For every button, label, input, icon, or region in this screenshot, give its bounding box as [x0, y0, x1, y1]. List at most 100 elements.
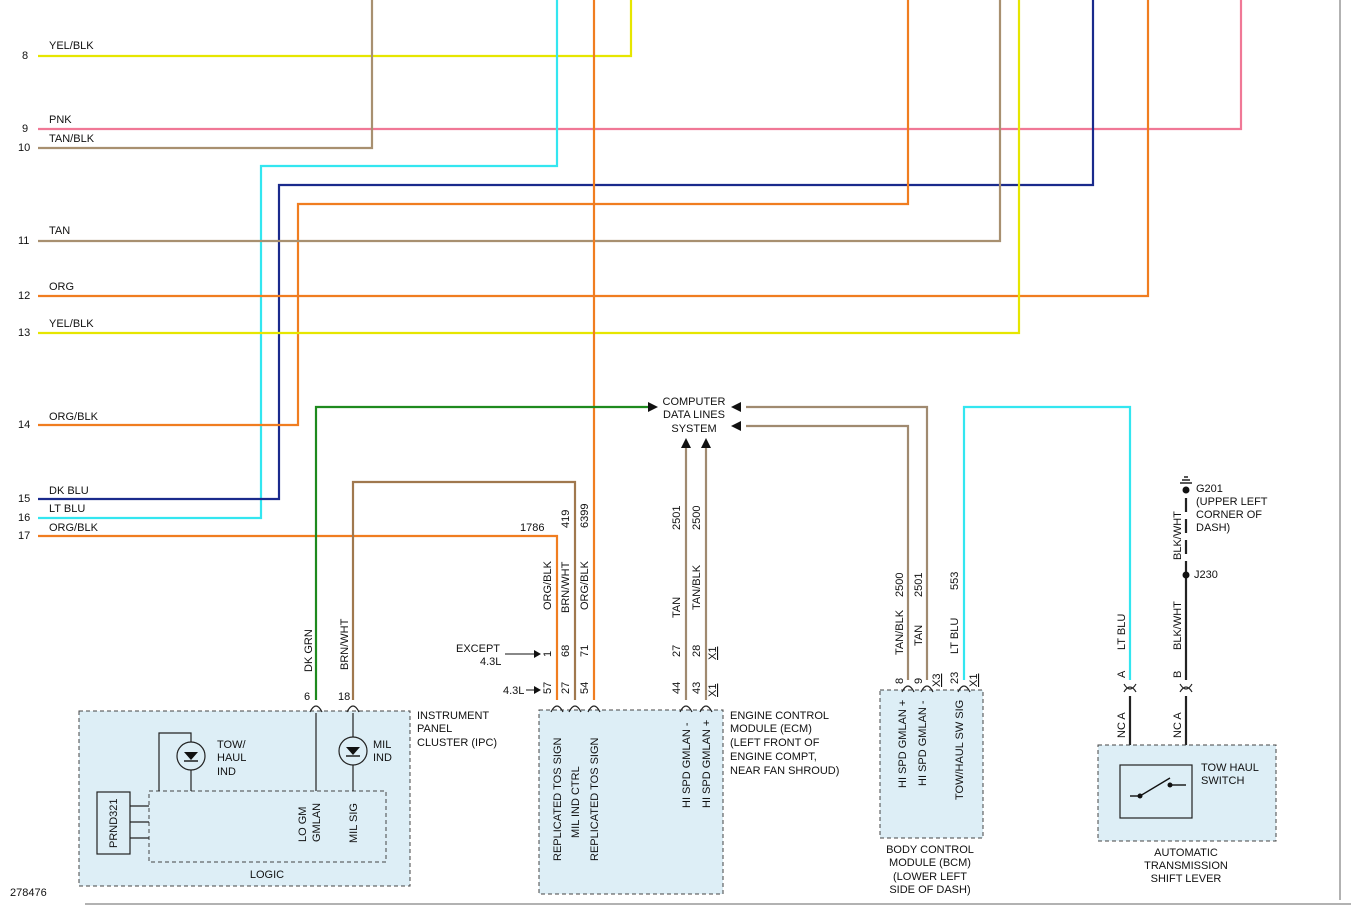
- pin-label: 71: [579, 645, 591, 657]
- ecm-name: NEAR FAN SHROUD): [730, 765, 839, 777]
- wire-label: YEL/BLK: [49, 40, 94, 52]
- ground-label: G201: [1196, 483, 1223, 495]
- circuit-number: 419: [560, 510, 572, 528]
- ground-label: DASH): [1196, 522, 1230, 534]
- connector-icon: [957, 685, 971, 693]
- circuit-number: 553: [949, 572, 961, 590]
- wire-553: [962, 405, 1132, 680]
- wire-16: [38, 0, 559, 520]
- ipc-name: INSTRUMENT: [417, 710, 489, 722]
- tow-haul-switch: TOW HAUL SWITCH AUTOMATIC TRANSMISSION S…: [1097, 476, 1277, 885]
- wire-color-label: TAN: [913, 625, 925, 646]
- connector-icon: [568, 705, 582, 713]
- wire-num: 15: [18, 493, 30, 505]
- ecm-signal: REPLICATED TOS SIGN: [552, 737, 564, 861]
- circuit-number: 2500: [894, 573, 906, 597]
- pin-label: 44: [671, 682, 683, 694]
- switch-name: SWITCH: [1201, 775, 1244, 787]
- switch-box: [1097, 744, 1277, 842]
- pin-label: 1: [542, 651, 554, 657]
- connector-id: X1: [968, 674, 980, 687]
- connector-icon: [346, 705, 360, 713]
- wire-color-label: BRN/WHT: [339, 618, 351, 670]
- wire-label: DK BLU: [49, 485, 89, 497]
- arrow-icon: [534, 686, 541, 694]
- pin-label: 27: [671, 645, 683, 657]
- wire-15: [38, 0, 1095, 501]
- connector-icon: [679, 705, 693, 713]
- arrow-icon: [681, 438, 691, 448]
- bcm-signal: TOW/HAUL SW SIG: [954, 700, 966, 800]
- computer-data-lines: COMPUTER DATA LINES SYSTEM: [648, 396, 741, 448]
- connector-id: X1: [707, 647, 719, 660]
- pin-label: 68: [560, 645, 572, 657]
- except-label: EXCEPT: [456, 643, 500, 655]
- cdl-label: DATA LINES: [663, 409, 725, 421]
- l43-label: 4.3L: [503, 685, 524, 697]
- ecm-name: (LEFT FRONT OF: [730, 737, 820, 749]
- left-labels: 8 YEL/BLK 9 PNK 10 TAN/BLK 11 TAN 12 ORG…: [18, 40, 99, 542]
- except-label: 4.3L: [480, 656, 501, 668]
- connector-icon: [901, 685, 915, 693]
- bcm-name: SIDE OF DASH): [889, 884, 970, 896]
- wire-label: ORG: [49, 281, 74, 293]
- wire-11: [38, 0, 1002, 243]
- prnd-label: PRND321: [108, 798, 120, 848]
- pin-label: 28: [691, 645, 703, 657]
- ecm-signal: MIL IND CTRL: [570, 766, 582, 838]
- pin-label: 8: [894, 678, 906, 684]
- ground-icon: [1182, 486, 1190, 494]
- arrow-icon: [731, 402, 741, 412]
- ipc-name: PANEL: [417, 723, 452, 735]
- circuit-number: 2501: [913, 573, 925, 597]
- ecm-name: ENGINE COMPT,: [730, 751, 817, 763]
- nca-label: NC A: [1116, 712, 1128, 738]
- connector-icon: [1123, 686, 1137, 693]
- tow-haul-ind-label: HAUL: [217, 752, 246, 764]
- wire-17: [38, 534, 559, 700]
- ipc-box: [78, 710, 411, 887]
- wire-12: [38, 0, 1150, 298]
- switch-inner: [1119, 764, 1193, 819]
- wire-9: [38, 0, 1243, 131]
- cdl-label: COMPUTER: [663, 396, 726, 408]
- wire-num: 13: [18, 327, 30, 339]
- lo-gmlan-label: GMLAN: [311, 803, 323, 842]
- connector-icon: [920, 685, 934, 693]
- wire-10: [38, 0, 374, 150]
- connector-id: X1: [707, 684, 719, 697]
- wire-label: TAN: [49, 225, 70, 237]
- pin-label: B: [1172, 671, 1184, 678]
- wire-num: 9: [22, 123, 28, 135]
- bcm-signal: HI SPD GMLAN -: [917, 700, 929, 786]
- lever-name: AUTOMATIC: [1154, 847, 1218, 859]
- lever-name: SHIFT LEVER: [1151, 873, 1222, 885]
- wire-label: TAN/BLK: [49, 133, 95, 145]
- wire-color-label: TAN: [671, 597, 683, 618]
- mil-sig-label: MIL SIG: [348, 803, 360, 843]
- connector-icon: [550, 705, 564, 713]
- tow-haul-ind-label: IND: [217, 766, 236, 778]
- wire-label: LT BLU: [49, 503, 85, 515]
- wire-num: 10: [18, 142, 30, 154]
- pin-label: 18: [338, 691, 350, 703]
- switch-name: TOW HAUL: [1201, 762, 1259, 774]
- wire-color-label: TAN/BLK: [894, 609, 906, 655]
- lo-gmlan-label: LO GM: [297, 807, 309, 842]
- wire-label: YEL/BLK: [49, 318, 94, 330]
- lever-name: TRANSMISSION: [1144, 860, 1228, 872]
- circuit-number: 1786: [520, 522, 544, 534]
- wire-color-label: ORG/BLK: [579, 560, 591, 610]
- wire-color-label: BRN/WHT: [560, 561, 572, 613]
- wire-8: [38, 0, 633, 58]
- arrow-icon: [648, 402, 658, 412]
- wire-color-label: TAN/BLK: [691, 564, 703, 610]
- wire-color-label: DK GRN: [303, 629, 315, 672]
- bcm-name: MODULE (BCM): [889, 857, 971, 869]
- ground-label: (UPPER LEFT: [1196, 496, 1268, 508]
- wire-2501-bcm: [746, 424, 910, 680]
- pin-label: A: [1116, 670, 1128, 678]
- wire-14: [38, 0, 910, 427]
- ecm-signal: HI SPD GMLAN -: [681, 722, 693, 808]
